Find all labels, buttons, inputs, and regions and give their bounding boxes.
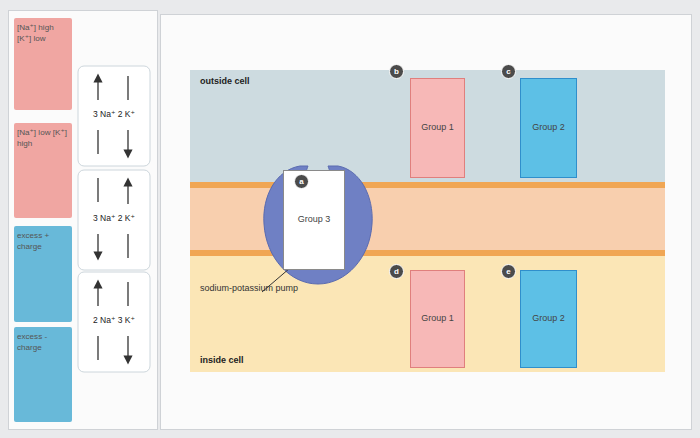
node-text: Group 3 [286,214,342,225]
node-text: Group 2 [523,313,574,324]
node-text: inside cell [200,355,244,366]
node-text: 2 Na⁺ 3 K⁺ [80,315,148,326]
node-text: excess + charge [14,226,72,256]
callout-letter: a [294,174,309,189]
node-text: [Na⁺] low [K⁺] high [14,123,72,153]
pump-drop-zone: Group 3 [283,170,345,270]
charge-card: excess + charge [14,226,72,322]
node-text: Group 1 [413,313,462,324]
node-text: 3 Na⁺ 2 K⁺ [80,109,148,120]
ion-flow-card: 3 Na⁺ 2 K⁺ [78,66,150,166]
callout-letter: c [501,64,516,79]
ion-flow-card: 2 Na⁺ 3 K⁺ [78,272,150,372]
ion-flow-card: 3 Na⁺ 2 K⁺ [78,170,150,270]
drop-zone: Group 2 [520,270,577,368]
node-text: excess - charge [14,327,72,357]
node-text: Group 1 [413,122,462,133]
drop-zone: Group 2 [520,78,577,178]
concentration-card: [Na⁺] low [K⁺] high [14,123,72,218]
callout-letter: d [389,264,404,279]
node-text: Group 2 [523,122,574,133]
node-text: 3 Na⁺ 2 K⁺ [80,213,148,224]
pump-label: sodium-potassium pump [200,283,300,294]
outside-cell-band: outside cellGroup 1 Group 2 [190,70,665,183]
drop-zone: Group 1 [410,270,465,368]
inside-cell-band: inside cell Group 1 Group 2 [190,255,665,372]
node-text: [Na⁺] high [K⁺] low [14,18,72,48]
callout-letter: b [389,64,404,79]
node-text: outside cell [200,76,250,87]
drop-zone: Group 1 [410,78,465,178]
charge-card: excess - charge [14,327,72,422]
callout-letter: e [501,264,516,279]
concentration-card: [Na⁺] high [K⁺] low [14,18,72,110]
